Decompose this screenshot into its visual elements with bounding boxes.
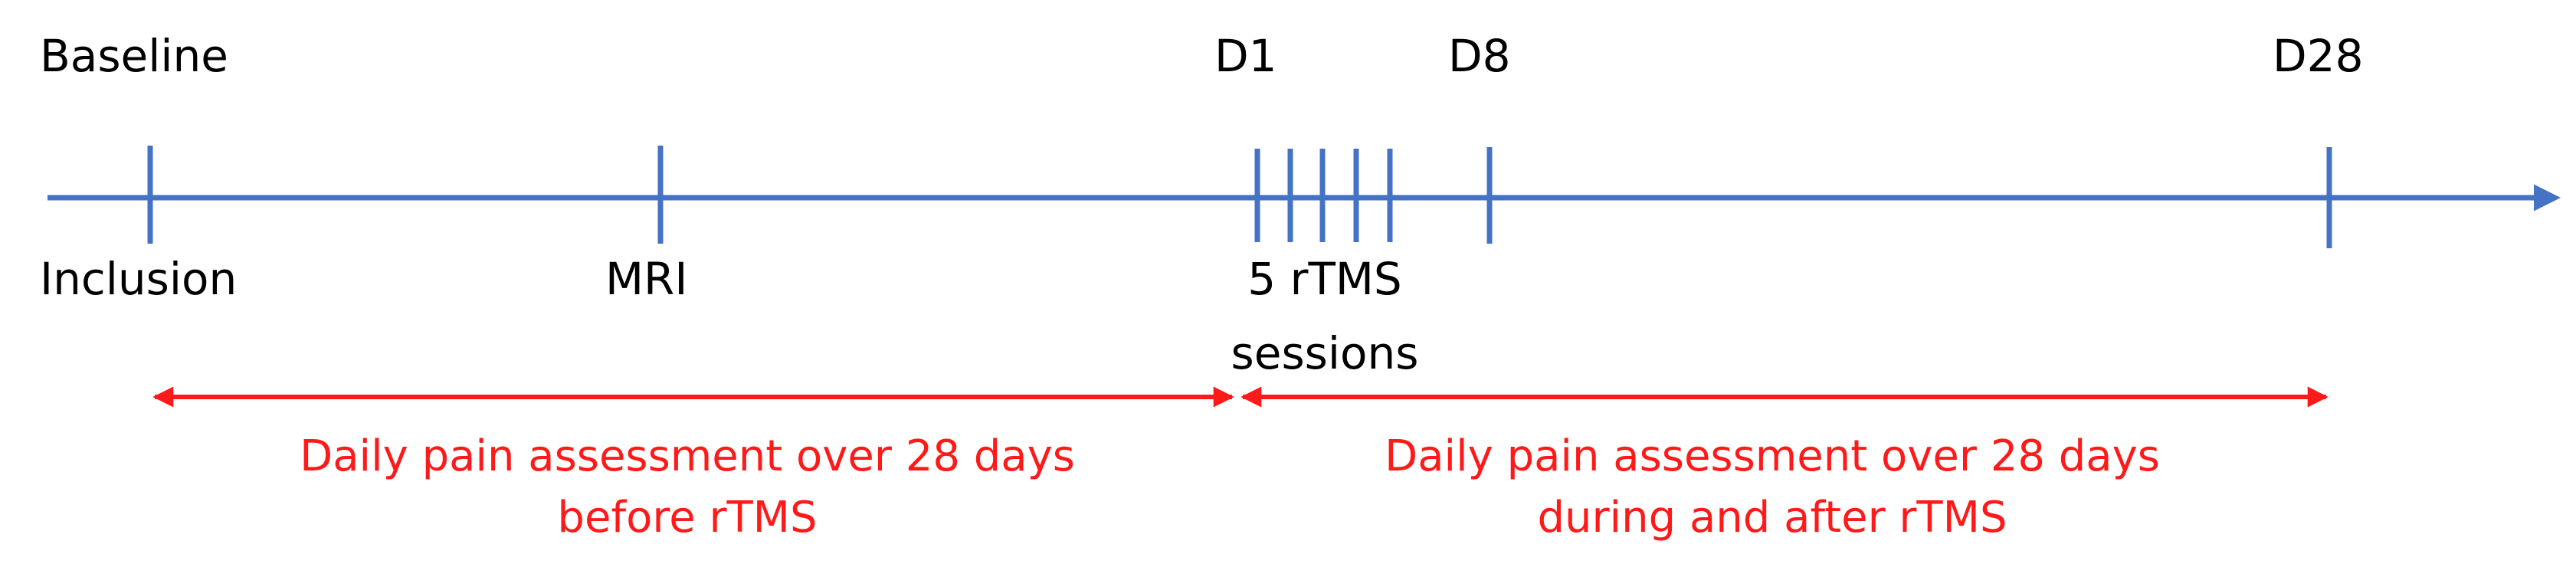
label-rtms-sessions: sessions (1231, 327, 1419, 379)
period-label-after-line2: during and after rTMS (1537, 493, 2007, 543)
period-label-before-line1: Daily pain assessment over 28 days (300, 431, 1075, 481)
label-d8: D8 (1448, 30, 1511, 82)
label-inclusion: Inclusion (40, 253, 238, 305)
period-label-before-line2: before rTMS (557, 493, 818, 543)
label-mri: MRI (605, 253, 688, 305)
label-d28: D28 (2273, 30, 2364, 82)
label-rtms-count: 5 rTMS (1247, 253, 1402, 305)
period-label-after: Daily pain assessment over 28 days durin… (1385, 426, 2160, 549)
period-label-after-line1: Daily pain assessment over 28 days (1385, 431, 2160, 481)
period-label-before: Daily pain assessment over 28 days befor… (300, 426, 1075, 549)
label-d1: D1 (1214, 30, 1277, 82)
label-baseline: Baseline (40, 30, 228, 82)
